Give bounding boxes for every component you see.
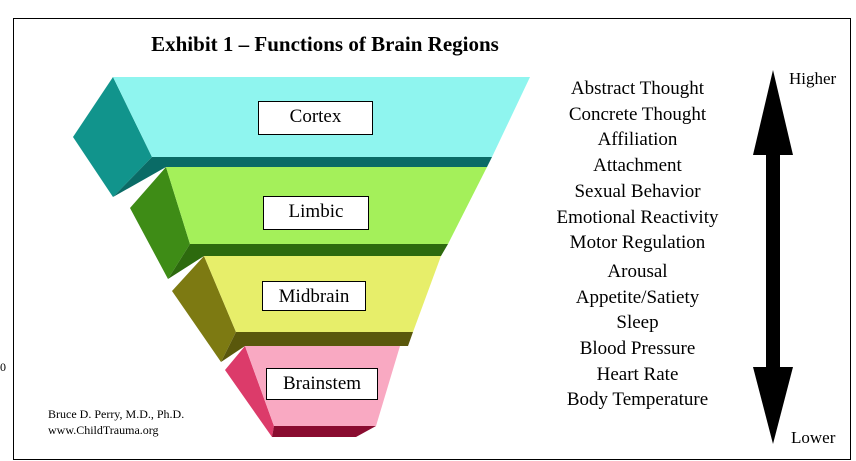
limbic-label: Limbic [263, 196, 369, 230]
function-item: Appetite/Satiety [575, 286, 700, 308]
brainstem-label: Brainstem [266, 368, 378, 400]
cortex-side [73, 77, 152, 197]
arrow-down-head [753, 367, 793, 444]
function-item: Motor Regulation [569, 232, 706, 254]
function-item: Sleep [616, 312, 659, 334]
function-item: Sexual Behavior [574, 180, 701, 202]
brainstem-shadow [272, 426, 376, 437]
function-item: Arousal [607, 260, 668, 282]
function-item: Blood Pressure [579, 338, 696, 360]
arrow-up-head [753, 70, 793, 155]
function-item: Emotional Reactivity [556, 206, 719, 228]
diagram-frame [13, 18, 851, 460]
credit-website: www.ChildTrauma.org [48, 423, 159, 437]
function-item: Heart Rate [596, 363, 679, 385]
arrow-shaft [766, 150, 780, 372]
function-item: Attachment [593, 155, 682, 177]
higher-lower-arrow [753, 70, 793, 444]
credit-name: Bruce D. Perry, M.D., Ph.D. [48, 407, 185, 421]
higher-label: Higher [789, 69, 837, 88]
function-list: Abstract Thought Concrete Thought Affili… [520, 76, 755, 413]
midbrain-label: Midbrain [262, 281, 366, 311]
lower-label: Lower [791, 428, 836, 447]
cortex-label: Cortex [258, 101, 373, 135]
midbrain-shadow [221, 332, 413, 362]
function-item: Body Temperature [566, 389, 709, 411]
function-item: Affiliation [597, 129, 678, 151]
side-mark: 0 [0, 360, 6, 374]
function-item: Abstract Thought [570, 78, 705, 99]
limbic-side [130, 167, 190, 279]
brainstem-side [225, 346, 274, 437]
limbic-shadow [168, 244, 448, 279]
midbrain-side [172, 256, 236, 362]
function-item: Concrete Thought [568, 103, 707, 125]
diagram-title: Exhibit 1 – Functions of Brain Regions [151, 32, 499, 56]
credit-block: Bruce D. Perry, M.D., Ph.D. www.ChildTra… [48, 406, 184, 438]
